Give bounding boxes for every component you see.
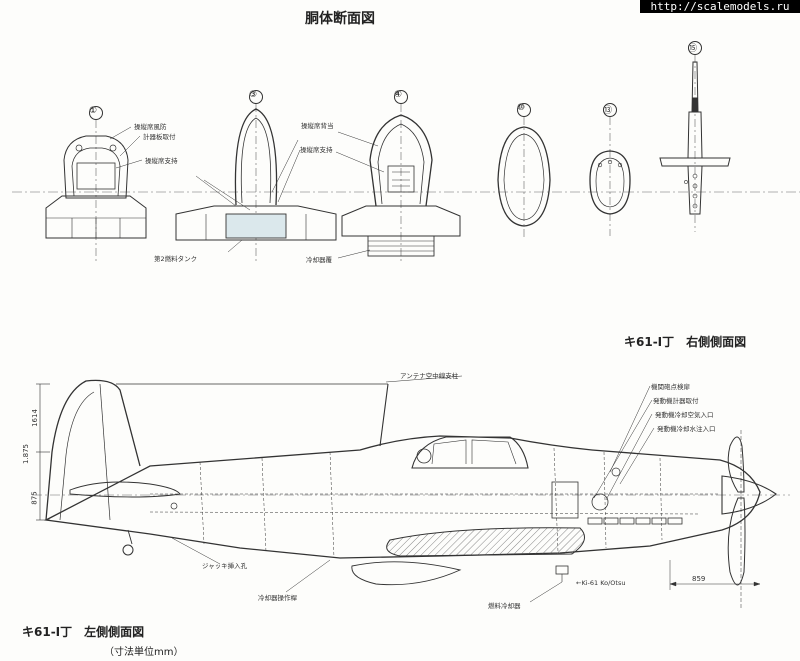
dim-tail-upper: 1614 [30, 409, 39, 427]
section-3-label: ③ [249, 90, 258, 100]
dim-tail-total: 1.875 [22, 443, 31, 465]
section-4-note-b: 操縦席支持 [300, 146, 333, 154]
right-side-view-title: キ61-Ⅰ丁 右側側面図 [624, 335, 747, 349]
section-1-note-c: 操縦席支持 [145, 157, 178, 165]
side-note-1: 機関砲点検扉 [651, 383, 690, 391]
section-title: 胴体断面図 [305, 11, 375, 27]
antenna-note: アンテナ空中線支柱 [400, 372, 459, 380]
dim-tail-lower: 875 [30, 491, 39, 505]
section-10-label: ⑩ [517, 103, 526, 113]
section-15-drawing [659, 41, 731, 232]
ki61-ko-otsu-note: ←Ki-61 Ko/Otsu [576, 579, 626, 587]
jack-note: ジャッキ挿入孔 [202, 562, 248, 570]
section-10-drawing [497, 103, 551, 240]
side-note-4: 発動機冷却水注入口 [657, 425, 716, 433]
side-note-2: 発動機計器取付 [653, 397, 699, 405]
left-side-view-title: キ61-Ⅰ丁 左側側面図 [22, 625, 145, 639]
section-13-drawing [589, 103, 631, 236]
dim-spinner: 859 [692, 575, 706, 583]
section-3-tank-note: 第2燃料タンク [154, 255, 198, 263]
radiator-note: 燃料冷却器 [488, 602, 521, 610]
section-13-label: ⑬ [603, 106, 613, 116]
section-1-drawing [12, 106, 800, 262]
section-15-label: ⑮ [688, 44, 698, 54]
section-1-note-b: 計器板取付 [143, 133, 176, 141]
section-1-note-a: 操縦席風防 [134, 123, 167, 131]
section-1-label: ① [89, 106, 98, 116]
section-4-drawing [335, 90, 461, 262]
unit-note: （寸法単位mm） [104, 647, 184, 658]
section-4-label: ④ [394, 90, 403, 100]
side-note-3: 発動機冷却空気入口 [655, 411, 714, 419]
side-view-drawing [32, 375, 790, 610]
section-4-note-a: 操縦席背当 [301, 122, 334, 130]
watermark-url[interactable]: http://scalemodels.ru [640, 0, 800, 13]
coolant-lever-note: 冷却器操作桿 [258, 594, 297, 602]
section-4-cooler-note: 冷却器覆 [306, 256, 332, 264]
section-3-drawing [175, 90, 337, 262]
